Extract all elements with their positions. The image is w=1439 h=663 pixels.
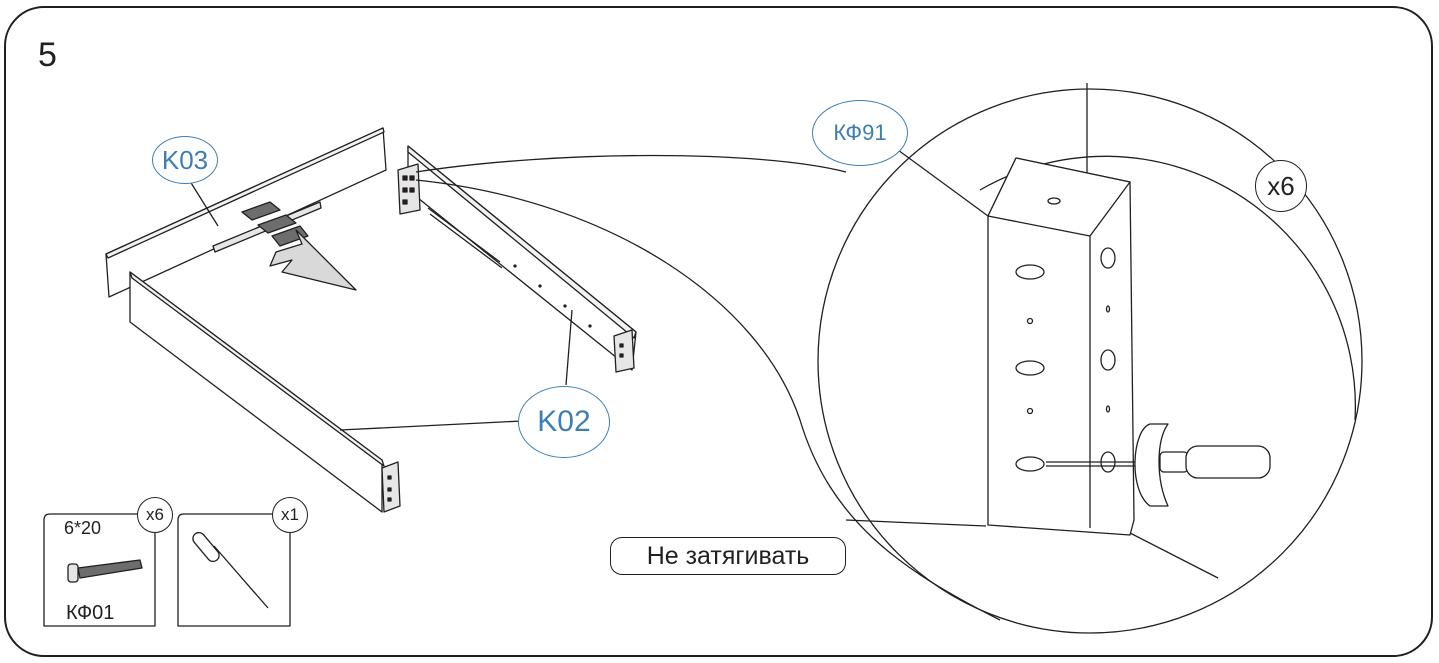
diagram-frame xyxy=(4,6,1433,657)
right-side-panel xyxy=(407,145,637,371)
do-not-tighten-note: Не затягивать xyxy=(610,537,846,575)
tool-quantity-badge: x1 xyxy=(272,497,308,533)
front-side-panel xyxy=(129,271,401,513)
zoom-detail xyxy=(817,83,1363,634)
hardware-box-tool xyxy=(177,513,291,627)
screw-quantity-badge: x6 xyxy=(137,497,173,533)
screw-code: КФ01 xyxy=(66,602,115,624)
detail-quantity-badge: x6 xyxy=(1255,160,1307,212)
step-number: 5 xyxy=(38,36,57,74)
screw-size: 6*20 xyxy=(64,518,102,538)
bracket-icon xyxy=(397,163,635,373)
screw-icon xyxy=(67,559,143,583)
arrow-icon xyxy=(241,201,357,291)
part-label-bracket: КФ91 xyxy=(812,100,908,166)
part-label-k02: K02 xyxy=(518,386,610,458)
part-label-k03: K03 xyxy=(152,136,218,184)
screwdriver-icon xyxy=(1046,423,1271,507)
